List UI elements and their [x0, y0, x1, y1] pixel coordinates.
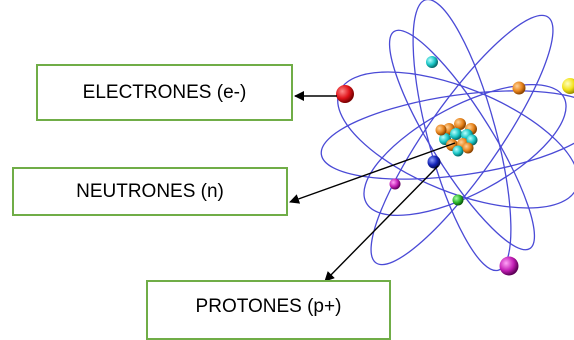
atom-illustration	[289, 0, 574, 282]
nucleon	[452, 145, 464, 157]
electrons-label: ELECTRONES (e-)	[82, 81, 247, 103]
electron-green	[452, 194, 464, 206]
electrons-label-box: ELECTRONES (e-)	[36, 64, 293, 121]
protons-label-box: PROTONES (p+)	[146, 280, 391, 340]
orbit-3	[370, 14, 554, 266]
electron-magenta-large	[499, 256, 519, 276]
nucleus	[435, 118, 478, 157]
electron-red	[336, 85, 354, 103]
nucleon	[435, 124, 447, 136]
orbit-6	[388, 29, 536, 251]
protons-label: PROTONES (p+)	[195, 296, 342, 317]
arrows	[289, 91, 456, 282]
neutrons-label: NEUTRONES (n)	[76, 180, 224, 202]
electron-blue	[427, 155, 441, 169]
arrow-neutrons	[289, 142, 456, 204]
orbit-5	[363, 83, 567, 217]
electron-magenta-small	[389, 178, 401, 190]
orbit-1	[320, 90, 574, 180]
electrons	[336, 56, 574, 276]
nucleon	[454, 118, 466, 130]
nucleon	[450, 128, 462, 140]
electron-orange	[512, 81, 526, 95]
nucleon	[462, 142, 474, 154]
arrow-protons	[324, 165, 439, 282]
electron-cyan-top	[426, 56, 438, 68]
electron-yellow	[562, 78, 574, 94]
neutrons-label-box: NEUTRONES (n)	[12, 167, 288, 216]
atom-diagram: ELECTRONES (e-) NEUTRONES (n) PROTONES (…	[12, 0, 574, 340]
